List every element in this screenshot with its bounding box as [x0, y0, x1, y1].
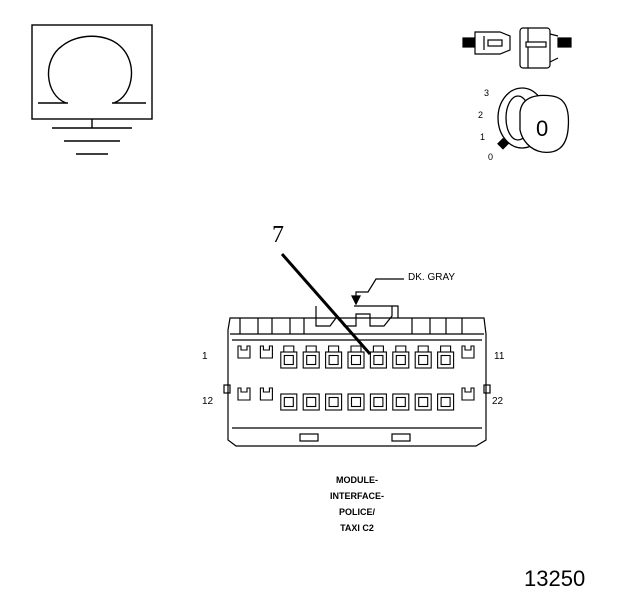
caption-line-3: POLICE/: [338, 507, 375, 517]
pin-cavity-12: [237, 387, 251, 401]
callout-pointer: [280, 253, 372, 355]
ignition-pos-1: 1: [480, 132, 486, 142]
pin-cavity-8: [392, 345, 410, 369]
connector-caption: MODULE- INTERFACE- POLICE/ TAXI C2: [297, 472, 417, 536]
pin-cavity-18: [369, 393, 387, 411]
ohm-ground-icon: [31, 24, 153, 155]
pin-cavity-11: [461, 345, 475, 359]
pin-label-22: 22: [492, 396, 504, 407]
ignition-pos-0: 0: [488, 152, 494, 162]
pin-cavity-3: [280, 345, 298, 369]
pin-cavity-9: [414, 345, 432, 369]
pin-cavity-22: [461, 387, 475, 401]
pin-label-11: 11: [494, 351, 505, 362]
pin-cavity-21: [437, 393, 455, 411]
pin-cavity-5: [325, 345, 343, 369]
ignition-pos-3: 3: [484, 88, 490, 98]
caption-line-2: INTERFACE-: [330, 491, 384, 501]
pin-cavity-13: [259, 387, 273, 401]
ignition-key-icon: [497, 87, 570, 154]
callout-pin-number: 7: [272, 222, 284, 248]
ignition-key-value: 0: [536, 116, 549, 141]
pin-cavity-15: [302, 393, 320, 411]
pin-cavity-16: [325, 393, 343, 411]
caption-line-4: TAXI C2: [340, 523, 374, 533]
connector-body: [223, 305, 491, 447]
ignition-pos-2: 2: [478, 110, 484, 120]
pin-cavity-14: [280, 393, 298, 411]
connector-color-label: DK. GRAY: [408, 272, 456, 283]
pin-cavity-19: [392, 393, 410, 411]
connector-view-icon: [462, 27, 572, 69]
pin-cavities: [237, 345, 475, 411]
pin-cavity-4: [302, 345, 320, 369]
pin-cavity-7: [369, 345, 387, 369]
pin-cavity-10: [437, 345, 455, 369]
pin-cavity-2: [259, 345, 273, 359]
pin-label-1: 1: [202, 351, 208, 362]
pin-cavity-20: [414, 393, 432, 411]
pin-cavity-17: [347, 393, 365, 411]
pin-cavity-1: [237, 345, 251, 359]
pin-cavity-6: [347, 345, 365, 369]
caption-line-1: MODULE-: [336, 475, 378, 485]
pin-label-12: 12: [202, 396, 214, 407]
figure-id: 13250: [524, 566, 586, 591]
color-leader: [351, 278, 404, 306]
